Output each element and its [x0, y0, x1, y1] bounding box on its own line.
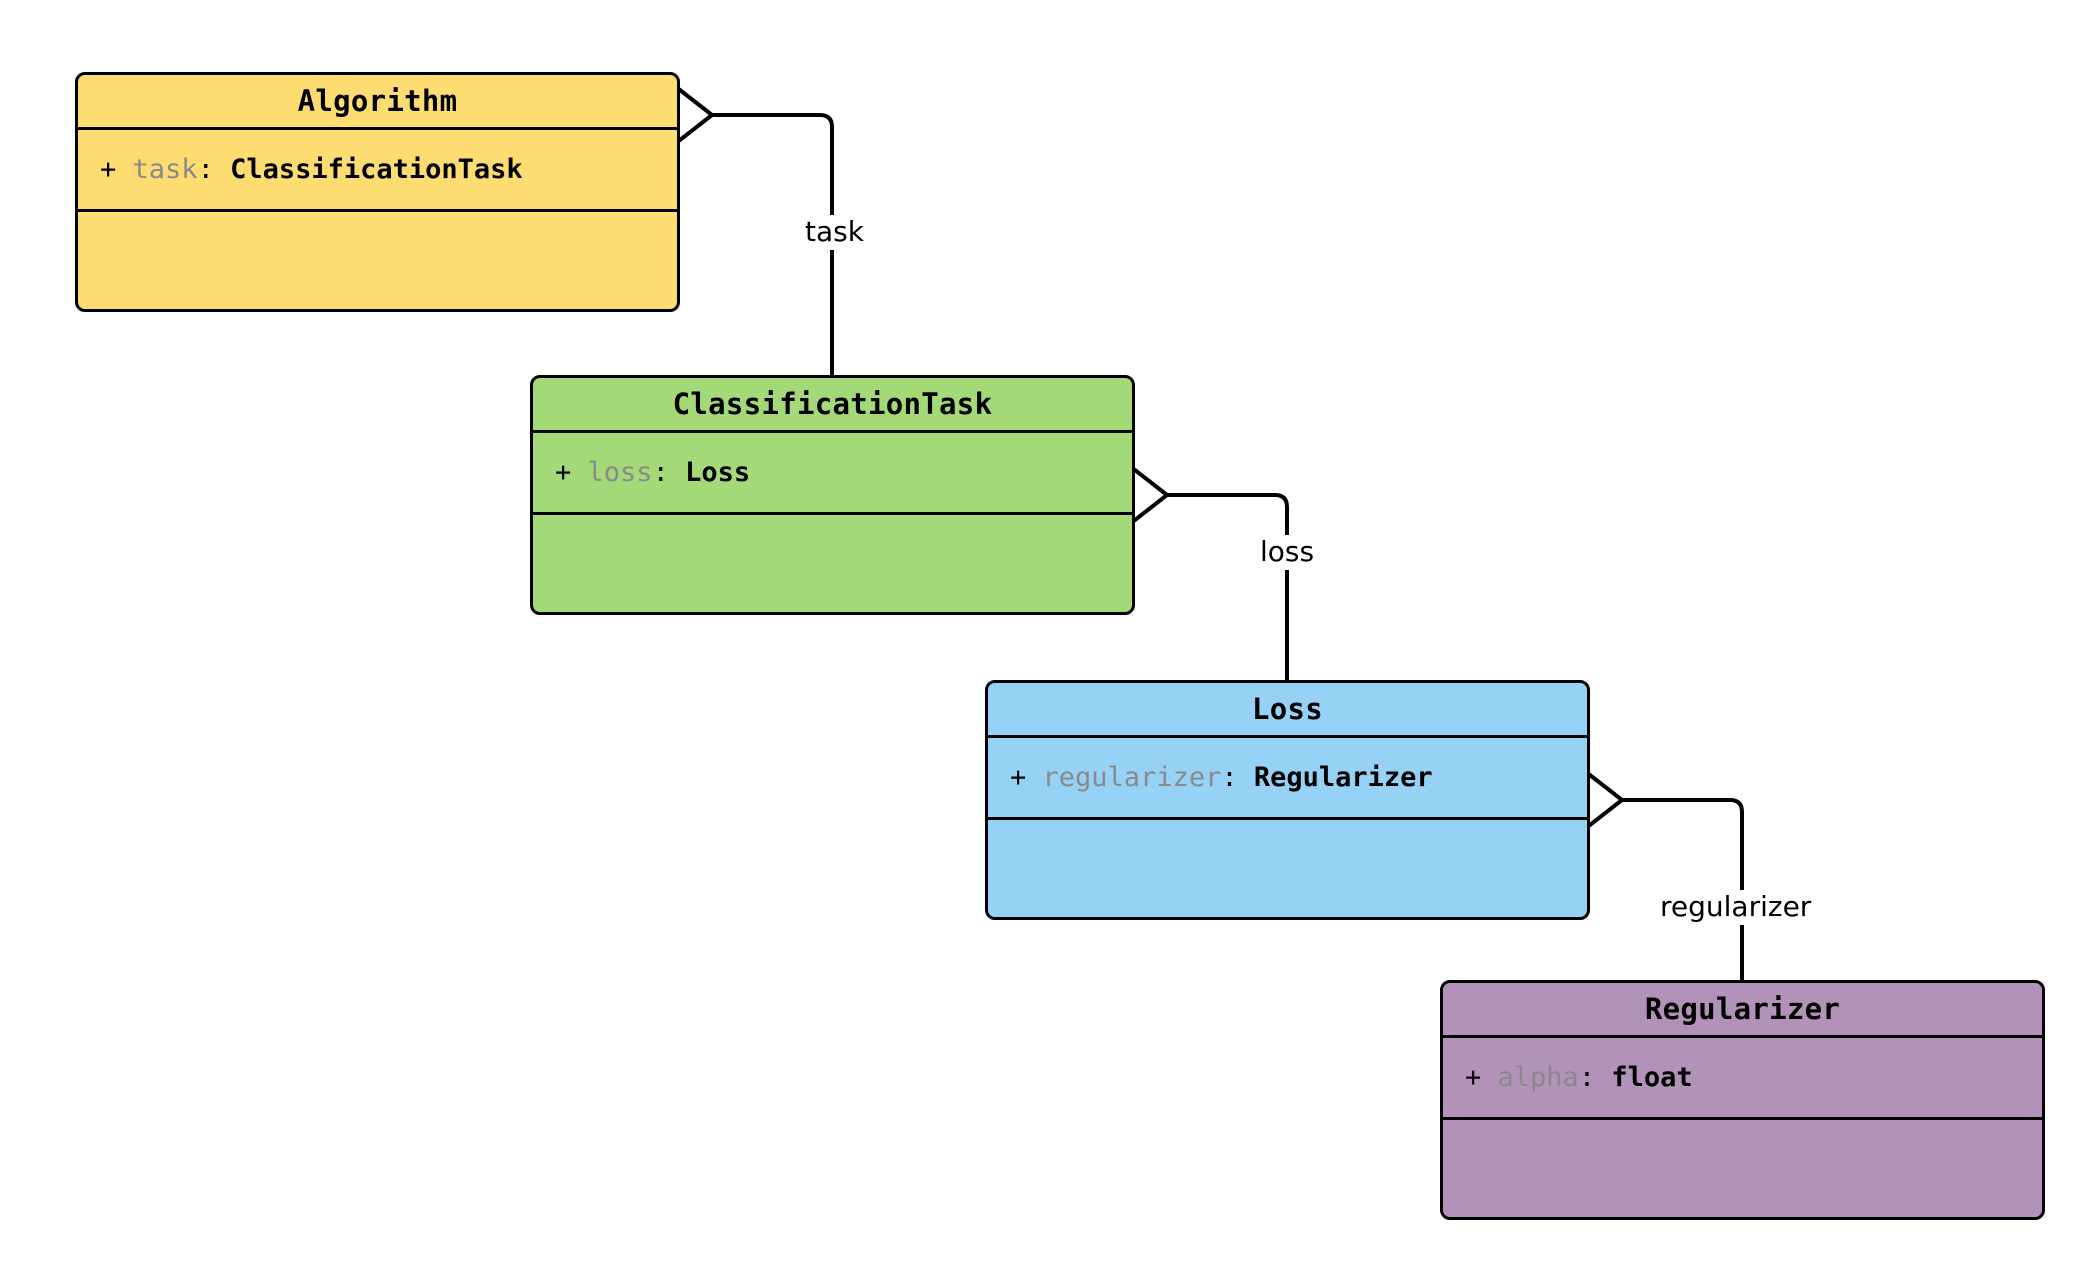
attribute-name: alpha	[1497, 1061, 1579, 1093]
attribute-separator: :	[652, 456, 669, 488]
attribute-separator: :	[1578, 1061, 1596, 1093]
class-box-algorithm[interactable]: Algorithm + task: ClassificationTask	[75, 72, 680, 312]
attribute-type: float	[1611, 1061, 1693, 1093]
attribute-type: ClassificationTask	[230, 153, 523, 185]
class-box-regularizer[interactable]: Regularizer + alpha: float	[1440, 980, 2045, 1220]
edge-label-regularizer: regularizer	[1655, 890, 1817, 925]
class-attributes-classificationtask: + loss: Loss	[533, 433, 1132, 515]
attribute-name: loss	[587, 456, 653, 488]
class-title-classificationtask: ClassificationTask	[533, 378, 1132, 433]
attribute-separator: :	[1221, 761, 1238, 793]
class-title-loss: Loss	[988, 683, 1587, 738]
attribute-type: Regularizer	[1253, 761, 1433, 793]
attribute-row: + loss: Loss	[555, 456, 1132, 490]
edge-label-loss: loss	[1255, 535, 1320, 570]
class-methods-algorithm	[78, 212, 677, 309]
class-attributes-loss: + regularizer: Regularizer	[988, 738, 1587, 820]
attribute-row: + task: ClassificationTask	[100, 153, 677, 187]
class-methods-regularizer	[1443, 1120, 2042, 1217]
attribute-separator: :	[197, 153, 214, 185]
class-box-classificationtask[interactable]: ClassificationTask + loss: Loss	[530, 375, 1135, 615]
class-attributes-regularizer: + alpha: float	[1443, 1038, 2042, 1120]
attribute-visibility: +	[555, 456, 572, 488]
attribute-row: + alpha: float	[1465, 1061, 2042, 1095]
attribute-visibility: +	[1010, 761, 1027, 793]
attribute-visibility: +	[100, 153, 117, 185]
attribute-name: regularizer	[1042, 761, 1222, 793]
class-title-regularizer: Regularizer	[1443, 983, 2042, 1038]
edge-path-task	[712, 113, 834, 375]
class-box-loss[interactable]: Loss + regularizer: Regularizer	[985, 680, 1590, 920]
attribute-visibility: +	[1465, 1061, 1482, 1093]
class-methods-classificationtask	[533, 515, 1132, 612]
class-title-algorithm: Algorithm	[78, 75, 677, 130]
edge-label-task: task	[800, 215, 869, 250]
edge-path-loss	[1167, 493, 1289, 680]
class-attributes-algorithm: + task: ClassificationTask	[78, 130, 677, 212]
attribute-name: task	[132, 153, 198, 185]
edge-path-regularizer	[1622, 798, 1744, 980]
attribute-row: + regularizer: Regularizer	[1010, 761, 1587, 795]
class-methods-loss	[988, 820, 1587, 917]
attribute-type: Loss	[685, 456, 751, 488]
